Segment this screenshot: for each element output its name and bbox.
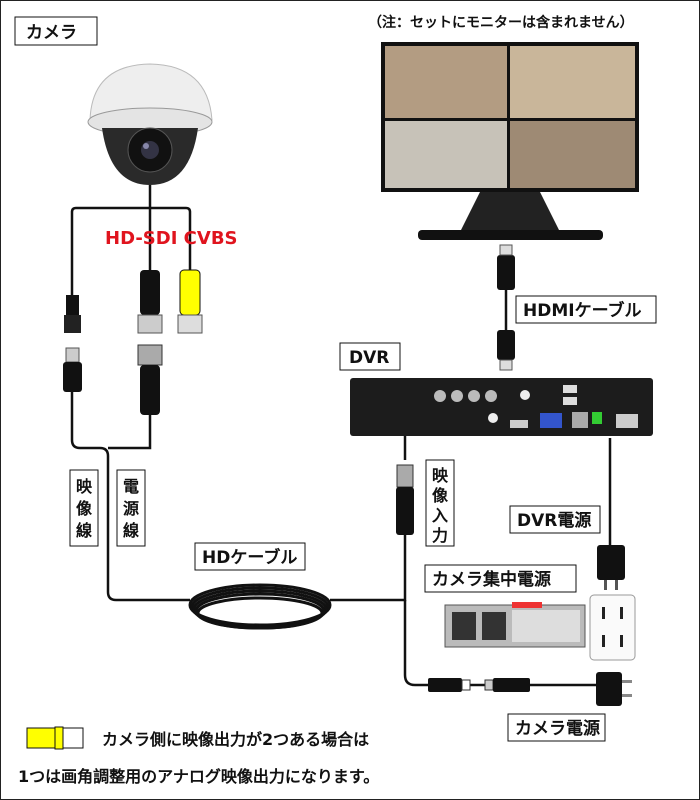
hdmi-cable-label: HDMIケーブル (515, 295, 657, 324)
yellow-connector-legend-icon (26, 726, 84, 750)
dc-plug-female (428, 678, 471, 692)
svg-text:線: 線 (76, 521, 92, 540)
camera-label: カメラ (14, 16, 98, 46)
svg-text:カメラ電源: カメラ電源 (515, 718, 600, 739)
video-line-label: 映 像 線 (69, 469, 99, 547)
dvr-power-label: DVR電源 (509, 505, 601, 534)
svg-text:HDMIケーブル: HDMIケーブル (523, 300, 642, 321)
svg-text:線: 線 (123, 521, 139, 540)
svg-text:DVR電源: DVR電源 (517, 510, 591, 531)
svg-text:電: 電 (123, 477, 139, 496)
svg-text:入: 入 (432, 506, 448, 525)
coiled-cable-image (188, 583, 332, 630)
central-power-label: カメラ集中電源 (424, 564, 577, 593)
hdsdi-bnc-connector (137, 270, 163, 334)
video-input-label: 映 像 入 力 (425, 459, 455, 547)
camera-power-adapter (596, 672, 632, 706)
signal-types-label: HD-SDI CVBS (105, 228, 238, 249)
dome-camera-image (87, 63, 213, 185)
video-input-connector (396, 464, 414, 535)
hdmi-connector-bottom (497, 330, 515, 371)
central-power-unit-image (444, 602, 586, 648)
footnote-line2: 1つは画角調整用のアナログ映像出力になります。 (18, 767, 379, 786)
dvr-label: DVR (339, 342, 401, 371)
svg-text:カメラ集中電源: カメラ集中電源 (432, 569, 551, 590)
cvbs-yellow-connector (177, 269, 203, 334)
dvr-rear-panel-image (350, 378, 653, 436)
footnote-line1: カメラ側に映像出力が2つある場合は (102, 730, 369, 749)
monitor-image (381, 42, 639, 240)
dc-plug-male (484, 678, 530, 692)
camera-power-label: カメラ電源 (507, 713, 606, 742)
dvr-power-adapter (597, 545, 625, 590)
svg-text:像: 像 (432, 486, 449, 505)
power-plug-connector (63, 347, 82, 392)
svg-text:源: 源 (123, 499, 139, 518)
wall-outlet (589, 594, 636, 661)
bnc-connector-left-male (64, 295, 81, 333)
hd-cable-label: HDケーブル (194, 542, 306, 571)
hdmi-connector-top (497, 244, 515, 290)
power-line-label: 電 源 線 (116, 469, 146, 547)
svg-text:HDケーブル: HDケーブル (202, 547, 297, 568)
svg-text:像: 像 (76, 499, 93, 518)
monitor-note: （注：セットにモニターは含まれません） (368, 14, 634, 31)
svg-text:カメラ: カメラ (26, 23, 77, 43)
bnc-connector-cable (137, 344, 163, 415)
svg-text:DVR: DVR (349, 348, 389, 368)
svg-text:映: 映 (76, 477, 93, 496)
svg-text:力: 力 (432, 526, 448, 545)
svg-text:映: 映 (432, 466, 449, 485)
